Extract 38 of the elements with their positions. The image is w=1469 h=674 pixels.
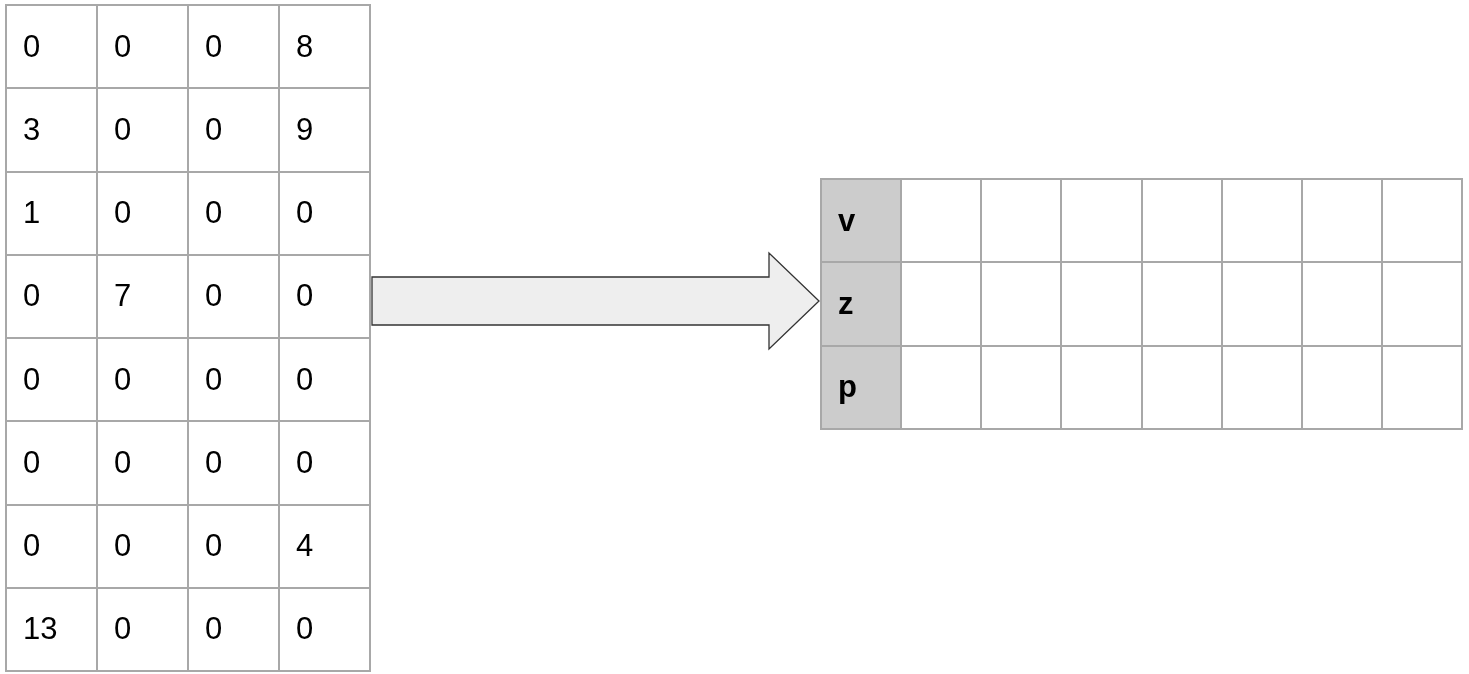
row-header: p [821, 345, 902, 429]
number-cell: 0 [188, 421, 279, 505]
number-cell: 0 [97, 504, 188, 588]
number-cell: 4 [279, 504, 370, 588]
number-cell: 0 [188, 587, 279, 671]
number-cell: 0 [279, 254, 370, 338]
number-cell: 0 [188, 504, 279, 588]
number-cell: 0 [97, 88, 188, 172]
number-cell: 0 [6, 421, 97, 505]
number-cell: 0 [279, 421, 370, 505]
number-cell: 8 [279, 5, 370, 89]
number-cell: 0 [97, 338, 188, 422]
number-cell: 0 [97, 421, 188, 505]
matrix-table [820, 178, 1463, 430]
number-cell: 0 [279, 587, 370, 671]
number-cell: 0 [6, 5, 97, 89]
number-cell: 0 [188, 254, 279, 338]
number-cell: 0 [188, 338, 279, 422]
number-cell: 0 [188, 5, 279, 89]
matrix-table [5, 4, 371, 672]
number-cell: 9 [279, 88, 370, 172]
number-cell: 0 [6, 254, 97, 338]
number-cell: 0 [97, 587, 188, 671]
number-cell: 0 [97, 5, 188, 89]
number-cell: 13 [6, 587, 97, 671]
number-cell: 0 [6, 504, 97, 588]
number-cell: 7 [97, 254, 188, 338]
number-cell: 0 [279, 171, 370, 255]
number-cell: 0 [188, 171, 279, 255]
number-cell: 0 [279, 338, 370, 422]
number-cell: 0 [188, 88, 279, 172]
number-cell: 3 [6, 88, 97, 172]
row-header: v [821, 179, 902, 263]
number-cell: 1 [6, 171, 97, 255]
number-cell: 0 [6, 338, 97, 422]
block-arrow [371, 251, 820, 351]
number-cell: 0 [97, 171, 188, 255]
row-header: z [821, 262, 902, 346]
